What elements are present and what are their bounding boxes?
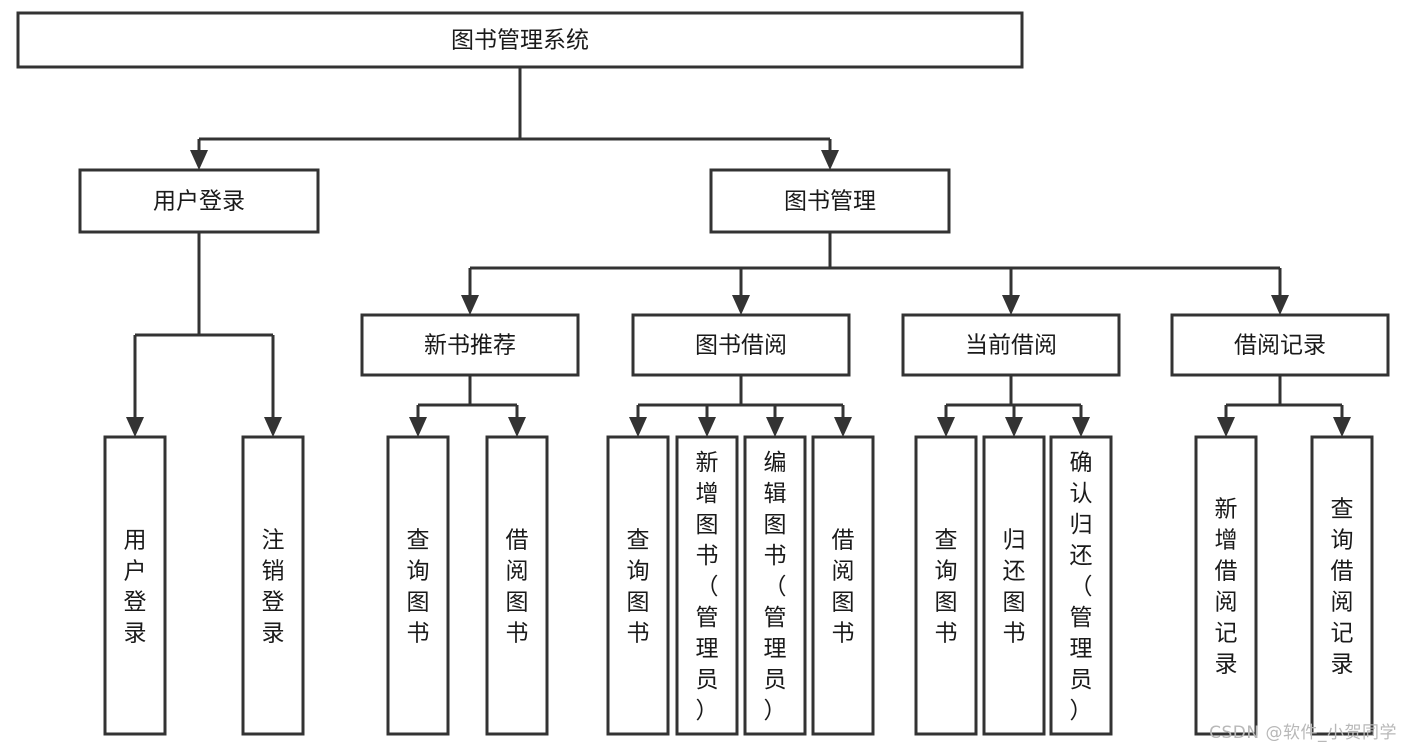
arrow-head-icon <box>1002 295 1020 315</box>
node-leaf-rec-query-book[interactable]: 查询图书 <box>386 435 450 736</box>
arrow-head-icon <box>698 417 716 437</box>
node-label: 当前借阅 <box>965 333 1057 359</box>
arrow-head-icon <box>1217 417 1235 437</box>
node-leaf-user-logout[interactable]: 注销登录 <box>241 435 305 736</box>
arrow-head-icon <box>190 150 208 170</box>
node-box <box>914 435 978 736</box>
node-box <box>78 168 320 234</box>
node-user-login[interactable]: 用户登录 <box>78 168 320 234</box>
node-box <box>485 435 549 736</box>
node-box <box>386 435 450 736</box>
node-box <box>982 435 1046 736</box>
arrow-head-icon <box>1005 417 1023 437</box>
node-label: 借阅记录 <box>1234 333 1326 359</box>
csdn-watermark: CSDN @软件_小贺同学 <box>1209 723 1397 743</box>
node-book-manage[interactable]: 图书管理 <box>709 168 951 234</box>
node-box <box>103 435 167 736</box>
node-leaf-borrow-query-book[interactable]: 查询图书 <box>606 435 670 736</box>
node-book-borrow[interactable]: 图书借阅 <box>631 313 851 377</box>
arrow-head-icon <box>629 417 647 437</box>
node-label: 查询图书 <box>627 528 650 647</box>
node-leaf-record-add[interactable]: 新增借阅记录 <box>1194 435 1258 736</box>
node-box <box>709 168 951 234</box>
arrow-head-icon <box>937 417 955 437</box>
node-label: 注销登录 <box>262 528 285 647</box>
arrow-head-icon <box>834 417 852 437</box>
node-leaf-current-query-book[interactable]: 查询图书 <box>914 435 978 736</box>
node-borrow-record[interactable]: 借阅记录 <box>1170 313 1390 377</box>
node-box <box>901 313 1121 377</box>
node-label: 借阅图书 <box>832 528 855 647</box>
node-label: 确认归还（管理员） <box>1070 450 1093 724</box>
node-box <box>675 435 739 736</box>
nodes-layer: 图书管理系统用户登录图书管理新书推荐图书借阅当前借阅借阅记录用户登录注销登录查询… <box>16 11 1390 736</box>
arrow-head-icon <box>766 417 784 437</box>
node-label: 查询图书 <box>935 528 958 647</box>
arrow-head-icon <box>1072 417 1090 437</box>
arrow-head-icon <box>1333 417 1351 437</box>
node-label: 新书推荐 <box>424 333 516 359</box>
arrow-head-icon <box>508 417 526 437</box>
node-label: 编辑图书（管理员） <box>764 450 787 724</box>
node-root[interactable]: 图书管理系统 <box>16 11 1024 69</box>
arrow-head-icon <box>409 417 427 437</box>
node-leaf-current-confirm-return[interactable]: 确认归还（管理员） <box>1049 435 1113 736</box>
node-label: 用户登录 <box>153 189 245 215</box>
node-new-book-recommend[interactable]: 新书推荐 <box>360 313 580 377</box>
node-leaf-borrow-add-book[interactable]: 新增图书（管理员） <box>675 435 739 736</box>
node-label: 借阅图书 <box>506 528 529 647</box>
node-leaf-record-query[interactable]: 查询借阅记录 <box>1310 435 1374 736</box>
edges-layer <box>126 67 1351 437</box>
arrow-head-icon <box>461 295 479 315</box>
node-box <box>1049 435 1113 736</box>
node-box <box>1194 435 1258 736</box>
node-label: 图书管理 <box>784 189 876 215</box>
node-leaf-borrow-edit-book[interactable]: 编辑图书（管理员） <box>743 435 807 736</box>
node-leaf-user-login[interactable]: 用户登录 <box>103 435 167 736</box>
node-label: 用户登录 <box>124 528 147 647</box>
node-leaf-borrow-borrow-book[interactable]: 借阅图书 <box>811 435 875 736</box>
arrow-head-icon <box>821 150 839 170</box>
arrow-head-icon <box>1271 295 1289 315</box>
node-box <box>606 435 670 736</box>
node-label: 图书管理系统 <box>451 28 589 54</box>
node-box <box>360 313 580 377</box>
node-box <box>241 435 305 736</box>
node-label: 归还图书 <box>1003 528 1026 647</box>
arrow-head-icon <box>732 295 750 315</box>
node-box <box>1170 313 1390 377</box>
node-box <box>16 11 1024 69</box>
node-current-borrow[interactable]: 当前借阅 <box>901 313 1121 377</box>
node-box <box>743 435 807 736</box>
node-label: 查询借阅记录 <box>1331 497 1354 678</box>
arrow-head-icon <box>264 417 282 437</box>
node-box <box>1310 435 1374 736</box>
node-label: 新增借阅记录 <box>1215 497 1238 678</box>
node-label: 图书借阅 <box>695 333 787 359</box>
node-box <box>811 435 875 736</box>
node-leaf-current-return-book[interactable]: 归还图书 <box>982 435 1046 736</box>
node-leaf-rec-borrow-book[interactable]: 借阅图书 <box>485 435 549 736</box>
node-label: 新增图书（管理员） <box>696 450 719 724</box>
arrow-head-icon <box>126 417 144 437</box>
node-label: 查询图书 <box>407 528 430 647</box>
node-box <box>631 313 851 377</box>
